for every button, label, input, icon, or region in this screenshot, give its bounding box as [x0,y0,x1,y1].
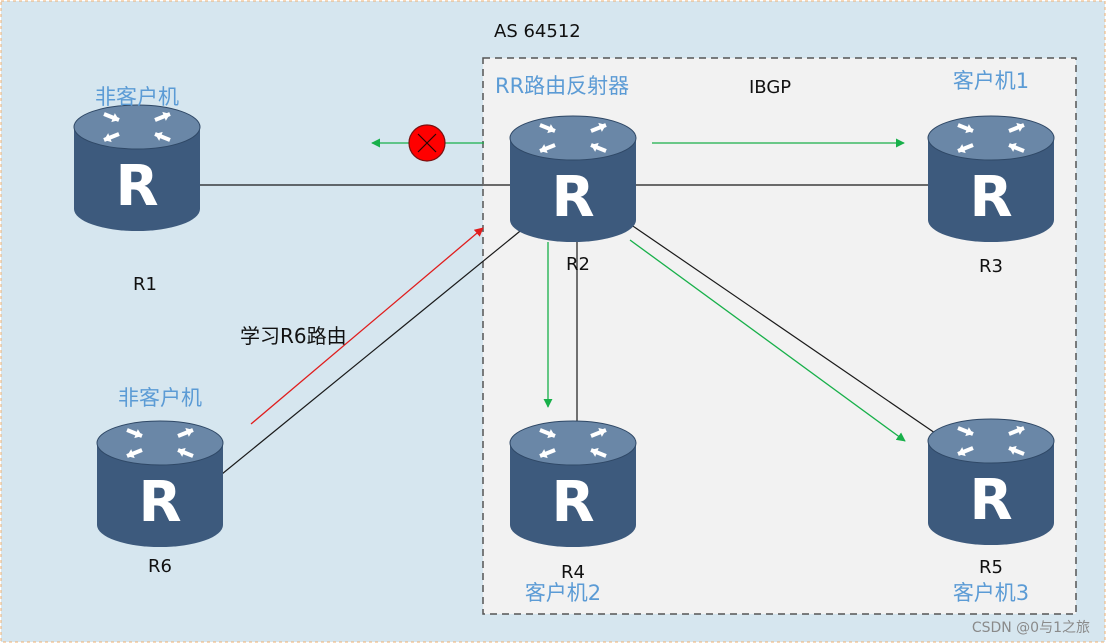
router-r6: R R6 非客户机 [96,386,224,577]
router-icon: R [509,420,637,547]
router-top [96,420,224,466]
router-body [97,443,223,547]
advert-arrow-r2-to-r5 [629,239,906,442]
learn-arrow-r6-to-r2 [250,227,484,425]
router-icon: R [927,115,1055,242]
router-top [927,115,1055,161]
as-label: AS 64512 [494,21,581,42]
router-r1: R R1 非客户机 [73,85,201,295]
router-r3: R R3 客户机1 [927,69,1055,277]
learn-route-label: 学习R6路由 [240,324,347,348]
router-glyph: R [969,468,1012,533]
router-body [74,127,200,231]
blocked-advertisement-marker [408,124,446,162]
router-top [509,115,637,161]
router-arrows [126,427,194,459]
router-icon: R [509,115,637,242]
router-role-label: 非客户机 [95,85,179,109]
router-glyph: R [115,154,158,219]
router-body [510,443,636,547]
rr-role-label: RR路由反射器 [495,74,629,98]
router-role-label: 非客户机 [118,386,202,410]
router-top [73,104,201,150]
ibgp-label: IBGP [749,77,791,98]
router-icon: R [73,104,201,231]
router-r2: R R2 [509,115,637,275]
router-role-label: 客户机2 [525,581,601,605]
router-body [928,441,1054,545]
watermark: CSDN @0与1之旅 [972,620,1090,636]
router-arrows [957,425,1025,457]
physical-links [200,184,936,475]
router-glyph: R [551,470,594,535]
router-arrows [539,122,607,154]
router-name-label: R5 [979,557,1003,578]
router-name-label: R4 [561,562,585,583]
link-r2-r5 [626,221,936,434]
router-top [509,420,637,466]
router-name-label: R3 [979,256,1003,277]
router-body [510,138,636,242]
router-glyph: R [138,470,181,535]
router-role-label: 客户机3 [953,581,1029,605]
router-body [928,138,1054,242]
router-arrows [957,122,1025,154]
router-r5: R R5 客户机3 [927,418,1055,605]
link-r6-r2 [221,222,531,475]
router-role-label: 客户机1 [953,69,1029,93]
router-icon: R [927,418,1055,545]
router-arrows [539,427,607,459]
router-top [927,418,1055,464]
router-arrows [103,111,171,143]
router-name-label: R1 [133,274,157,295]
router-glyph: R [969,165,1012,230]
router-name-label: R6 [148,556,172,577]
router-glyph: R [551,165,594,230]
router-icon: R [96,420,224,547]
router-name-label: R2 [566,254,590,275]
